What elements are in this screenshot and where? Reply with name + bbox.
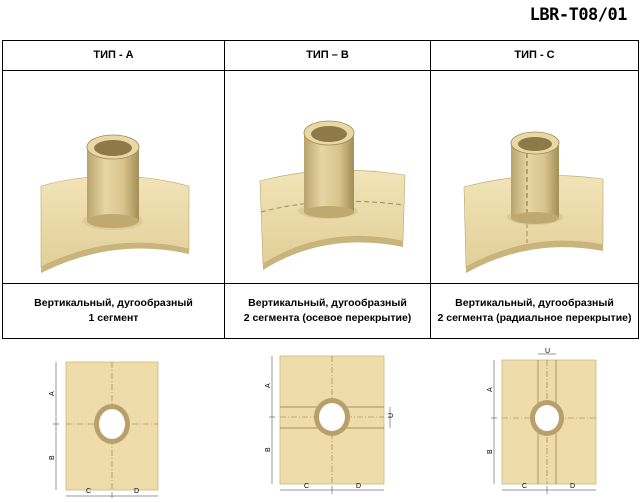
dim-label-d: D	[570, 483, 575, 490]
caption-type-a-line1: Вертикальный, дугообразный	[34, 297, 193, 309]
drawing-type-a: A B C D	[40, 348, 170, 503]
dim-label-c: C	[86, 488, 91, 495]
caption-type-c-line2: 2 сегмента (радиальное перекрытие)	[437, 312, 632, 324]
caption-type-b-line2: 2 сегмента (осевое перекрытие)	[243, 312, 412, 324]
render-type-b	[225, 71, 430, 283]
header-type-c: ТИП - С	[514, 49, 555, 61]
dim-label-b: B	[49, 455, 56, 460]
drawing-type-b: A B U C D	[262, 348, 397, 503]
header-type-a: ТИП - А	[93, 49, 134, 61]
dim-label-c: C	[522, 483, 527, 490]
caption-type-b: Вертикальный, дугообразный 2 сегмента (о…	[225, 284, 430, 338]
dim-label-u: U	[388, 413, 395, 418]
dim-label-a: A	[49, 391, 56, 396]
drawing-type-c: U A B C D	[486, 348, 606, 503]
dim-label-d: D	[356, 483, 361, 490]
dim-label-b: B	[265, 447, 272, 452]
dim-label-d: D	[134, 488, 139, 495]
caption-type-a-line2: 1 сегмент	[88, 312, 139, 324]
dim-label-c: C	[304, 483, 309, 490]
header-type-b: ТИП – В	[306, 49, 349, 61]
render-type-a	[3, 71, 224, 283]
document-code: LBR-T08/01	[529, 5, 628, 25]
dim-label-b: B	[487, 449, 494, 454]
caption-type-c-line1: Вертикальный, дугообразный	[455, 297, 614, 309]
caption-type-a: Вертикальный, дугообразный 1 сегмент	[3, 284, 224, 338]
render-type-c	[431, 71, 638, 283]
dim-label-a: A	[487, 387, 494, 392]
dim-label-a: A	[265, 383, 272, 388]
caption-type-c: Вертикальный, дугообразный 2 сегмента (р…	[431, 284, 638, 338]
dim-label-u: U	[545, 348, 550, 355]
caption-type-b-line1: Вертикальный, дугообразный	[248, 297, 407, 309]
